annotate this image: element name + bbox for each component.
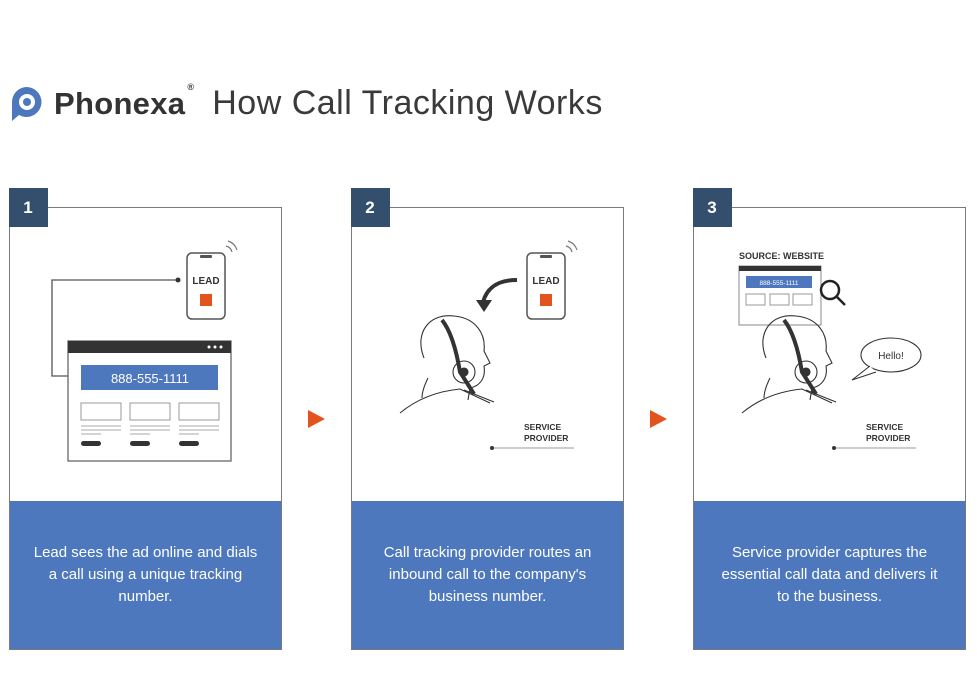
phone-icon <box>186 240 238 320</box>
speech-bubble-icon <box>851 337 922 381</box>
step-description: Call tracking provider routes an inbound… <box>352 501 623 649</box>
step-description: Lead sees the ad online and dials a call… <box>10 501 281 649</box>
step-number-badge: 3 <box>692 188 732 227</box>
header: Phonexa® How Call Tracking Works <box>10 81 603 123</box>
svg-text:SOURCE: WEBSITE: SOURCE: WEBSITE <box>739 251 824 261</box>
step-2-panel: 2 LEAD SERVICE PROVIDER Call tracking pr… <box>350 188 624 650</box>
page-title: How Call Tracking Works <box>212 84 603 122</box>
person-headset-icon <box>741 315 837 414</box>
step-number-badge: 2 <box>350 188 390 227</box>
website-window-icon <box>67 340 232 462</box>
curved-arrow-icon <box>481 278 518 303</box>
svg-text:Hello!: Hello! <box>878 351 904 362</box>
step-description: Service provider captures the essential … <box>694 501 965 649</box>
website-window-icon <box>738 265 822 326</box>
phone-icon <box>526 240 578 320</box>
next-arrow-icon <box>650 410 667 428</box>
next-arrow-icon <box>308 410 325 428</box>
phonexa-logo-icon <box>12 86 42 121</box>
step-number-badge: 1 <box>8 188 48 227</box>
magnifier-icon <box>819 279 846 306</box>
service-provider-illustration: LEAD SERVICE PROVIDER <box>399 240 578 450</box>
svg-text:SERVICE: SERVICE <box>866 422 903 432</box>
svg-text:PROVIDER: PROVIDER <box>524 433 568 443</box>
svg-text:SERVICE: SERVICE <box>524 422 561 432</box>
step-1-panel: 1 LEAD 888-555-1111 Lead sees the ad onl… <box>8 188 282 650</box>
step-3-panel: 3 SOURCE: WEBSITE 888-555-1111 Hello! SE… <box>692 188 966 650</box>
svg-text:LEAD: LEAD <box>192 276 219 287</box>
svg-text:888-555-1111: 888-555-1111 <box>759 280 798 287</box>
person-headset-icon <box>399 315 495 414</box>
svg-text:LEAD: LEAD <box>532 276 559 287</box>
svg-text:888-555-1111: 888-555-1111 <box>111 371 189 386</box>
data-capture-illustration: SOURCE: WEBSITE 888-555-1111 Hello! SERV… <box>738 251 922 450</box>
lead-to-website-illustration: LEAD 888-555-1111 <box>51 240 238 462</box>
brand-name: Phonexa® <box>54 81 195 121</box>
svg-text:PROVIDER: PROVIDER <box>866 433 910 443</box>
